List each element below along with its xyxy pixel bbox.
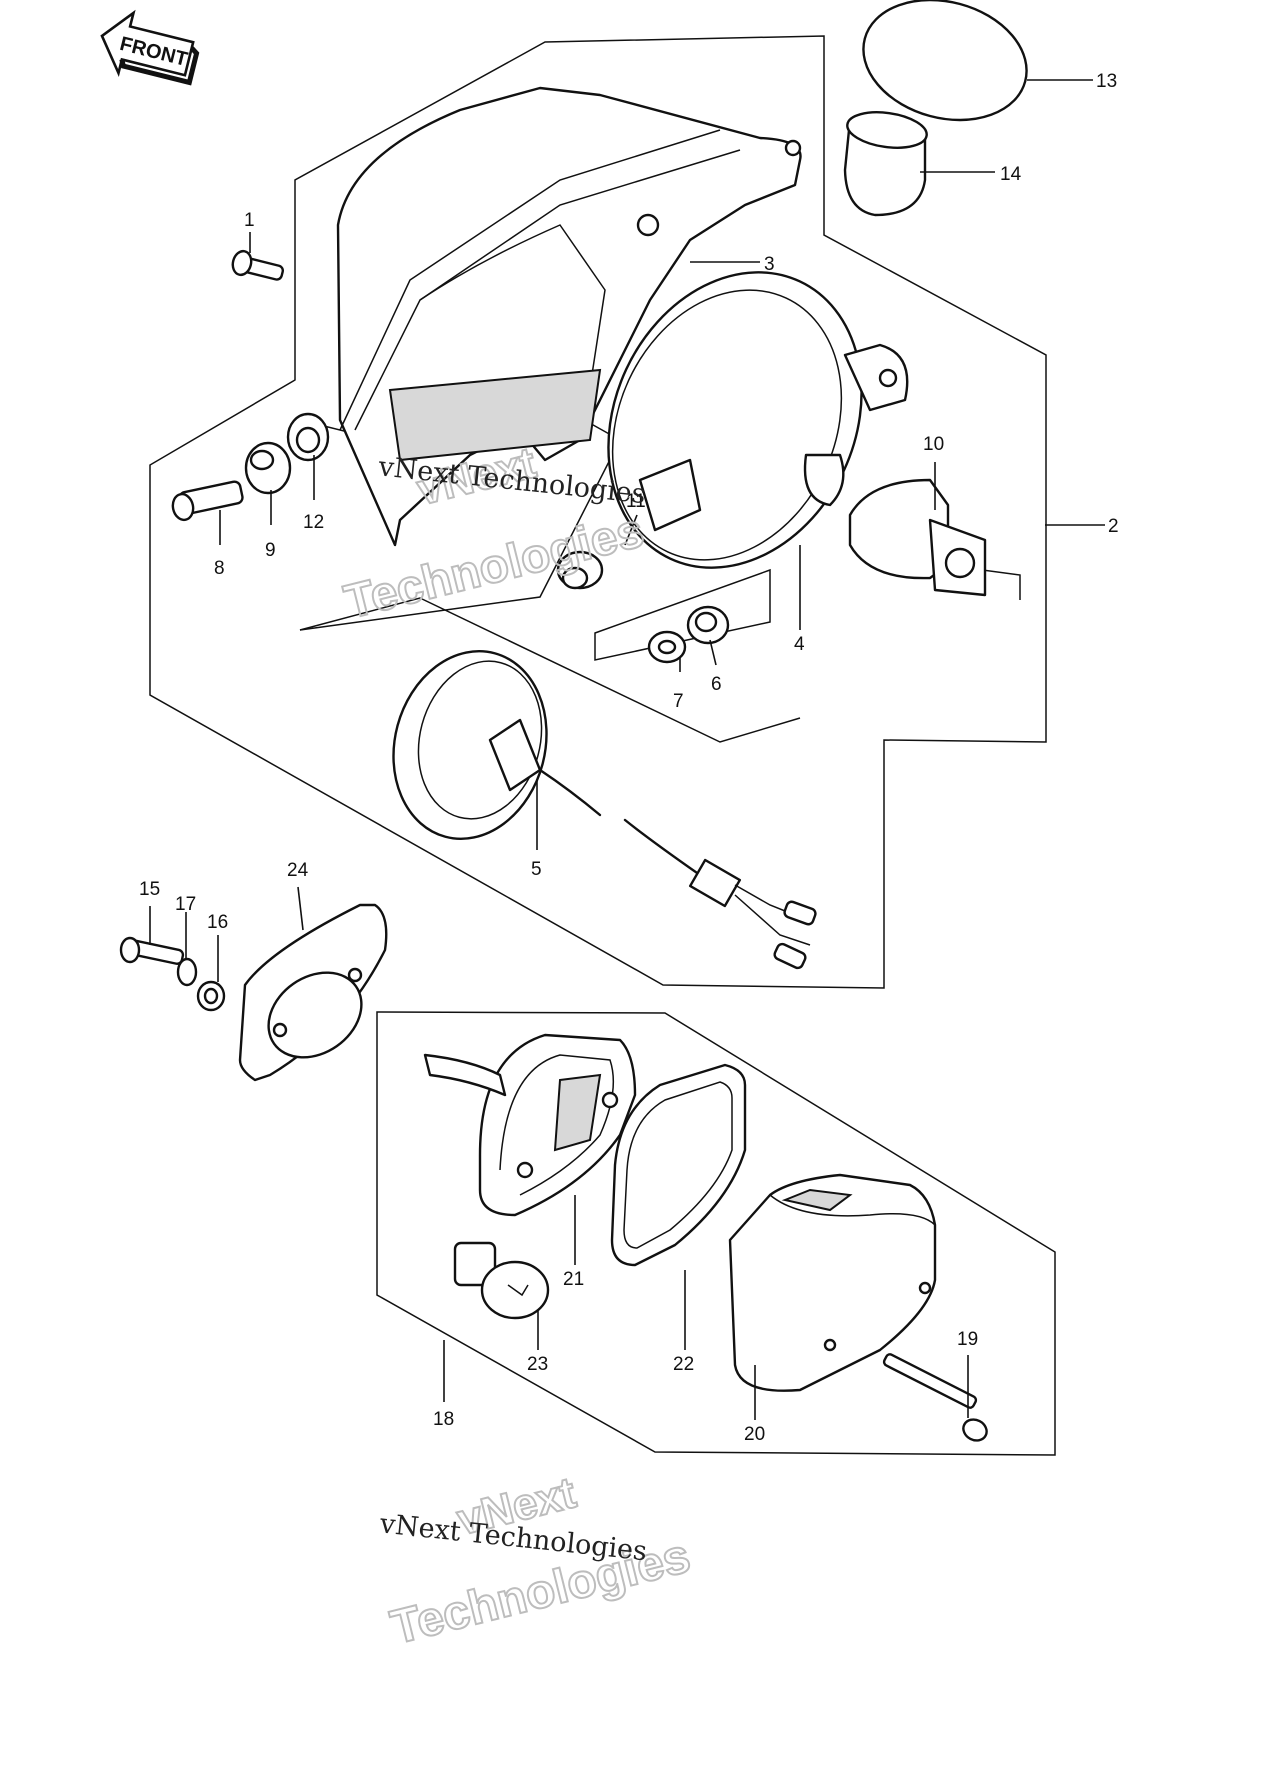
callout-8: 8 (214, 558, 225, 579)
callout-4: 4 (794, 634, 805, 655)
callout-17: 17 (175, 894, 196, 915)
callout-24: 24 (287, 860, 309, 881)
callout-7: 7 (673, 691, 684, 712)
taillight-assembly-boundary (376, 1011, 1056, 1456)
part-1-screw (231, 249, 285, 281)
leader-lines (149, 79, 1105, 1420)
part-13-ring (862, 0, 1028, 122)
callout-12: 12 (303, 512, 324, 533)
callout-5: 5 (531, 859, 542, 880)
part-20-taillight-lens (728, 1173, 937, 1392)
part-16-washer (196, 980, 226, 1012)
callout-11: 11 (626, 491, 646, 512)
part-12-grommet (286, 412, 330, 462)
part-11-grommet (556, 550, 604, 590)
callout-16: 16 (207, 912, 228, 933)
part-5-socket-harness (392, 650, 817, 970)
part-4-headlight-body (607, 271, 909, 569)
part-17-lock-washer (176, 957, 198, 987)
callout-21: 21 (563, 1269, 584, 1290)
callout-9: 9 (265, 540, 276, 561)
part-24-bracket (238, 903, 388, 1082)
headlight-assembly-boundary (149, 35, 1047, 989)
part-10-bulb (848, 478, 987, 597)
callout-15: 15 (139, 879, 160, 900)
callout-19: 19 (957, 1329, 978, 1350)
callout-3: 3 (764, 254, 775, 275)
callout-14: 14 (1000, 164, 1022, 185)
watermark-1: vNext Technologies vNext Technologies (338, 437, 650, 630)
front-arrow-icon: FRONT (100, 9, 200, 86)
callout-23: 23 (527, 1354, 548, 1375)
part-14-grommet (843, 111, 928, 217)
callout-18: 18 (433, 1409, 454, 1430)
part-9-collar (244, 441, 292, 495)
part-6-nut (686, 605, 730, 645)
part-3-headlight-housing (336, 86, 802, 547)
callout-22: 22 (673, 1354, 694, 1375)
callout-13: 13 (1096, 71, 1117, 92)
watermark-2: vNext Technologies vNext Technologies (377, 1467, 696, 1656)
callout-1: 1 (244, 210, 255, 231)
part-22-lens-gasket (610, 1063, 747, 1267)
callout-6: 6 (711, 674, 722, 695)
part-15-screw (119, 936, 185, 965)
callout-10: 10 (923, 434, 944, 455)
part-21-taillight-base (423, 1033, 637, 1217)
callout-2: 2 (1108, 516, 1119, 537)
callout-20: 20 (744, 1424, 765, 1445)
part-19-screw (882, 1353, 988, 1442)
part-23-bulb (453, 1241, 550, 1320)
part-8-bolt (171, 480, 244, 522)
part-7-washer (647, 630, 687, 664)
